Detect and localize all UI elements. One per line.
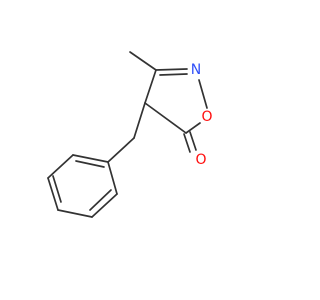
- nitrogen-label: N: [191, 62, 201, 78]
- benzene-bond-2: [91, 193, 118, 218]
- bond-c5-o-double-b: [189, 131, 197, 151]
- bond-c3-c4: [144, 69, 157, 104]
- bond-methyl-c3: [129, 51, 157, 71]
- bond-c4-ch2: [133, 102, 146, 139]
- bond-c5-c4: [144, 102, 187, 134]
- benzene-bond-6: [72, 154, 109, 163]
- benzene-bond-1: [107, 161, 118, 195]
- bond-c5-o-double-a: [183, 133, 191, 153]
- molecule-structure: N O O: [47, 51, 213, 218]
- structure-canvas: N O O: [47, 51, 213, 218]
- benzene-bond-5: [47, 154, 74, 179]
- bond-c3-n-double-outer: [155, 68, 188, 71]
- bond-ch2-ipso: [107, 137, 135, 163]
- benzene-double-3: [75, 160, 105, 168]
- carbonyl-oxygen-label: O: [195, 152, 206, 168]
- benzene-bond-4: [47, 177, 59, 211]
- bond-c3-n-double-inner: [159, 73, 188, 76]
- ring-bonds: [129, 51, 208, 153]
- bond-n-o: [198, 79, 208, 109]
- benzyl-bonds: [47, 102, 146, 218]
- atom-labels: N O O: [191, 62, 213, 168]
- bond-o-c5: [185, 122, 201, 134]
- ring-oxygen-label: O: [201, 109, 212, 125]
- benzene-bond-3: [57, 209, 93, 218]
- benzene-double-1: [89, 189, 112, 211]
- benzene-double-2: [52, 175, 62, 203]
